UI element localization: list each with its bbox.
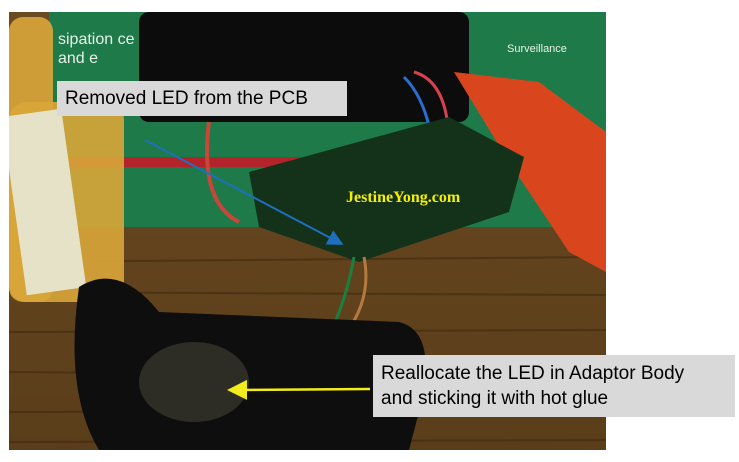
label-line-2: and sticking it with hot glue [381, 388, 609, 409]
pliers [454, 72, 606, 272]
watermark: JestineYong.com [346, 189, 461, 206]
box-text-left: sipation ce and e [58, 31, 135, 67]
label-reallocate-led: Reallocate the LED in Adaptor Body and s… [373, 355, 735, 417]
box-text-right: Surveillance [507, 43, 567, 55]
label-line-1: Reallocate the LED in Adaptor Body [381, 363, 685, 384]
label-removed-led: Removed LED from the PCB [57, 81, 347, 116]
